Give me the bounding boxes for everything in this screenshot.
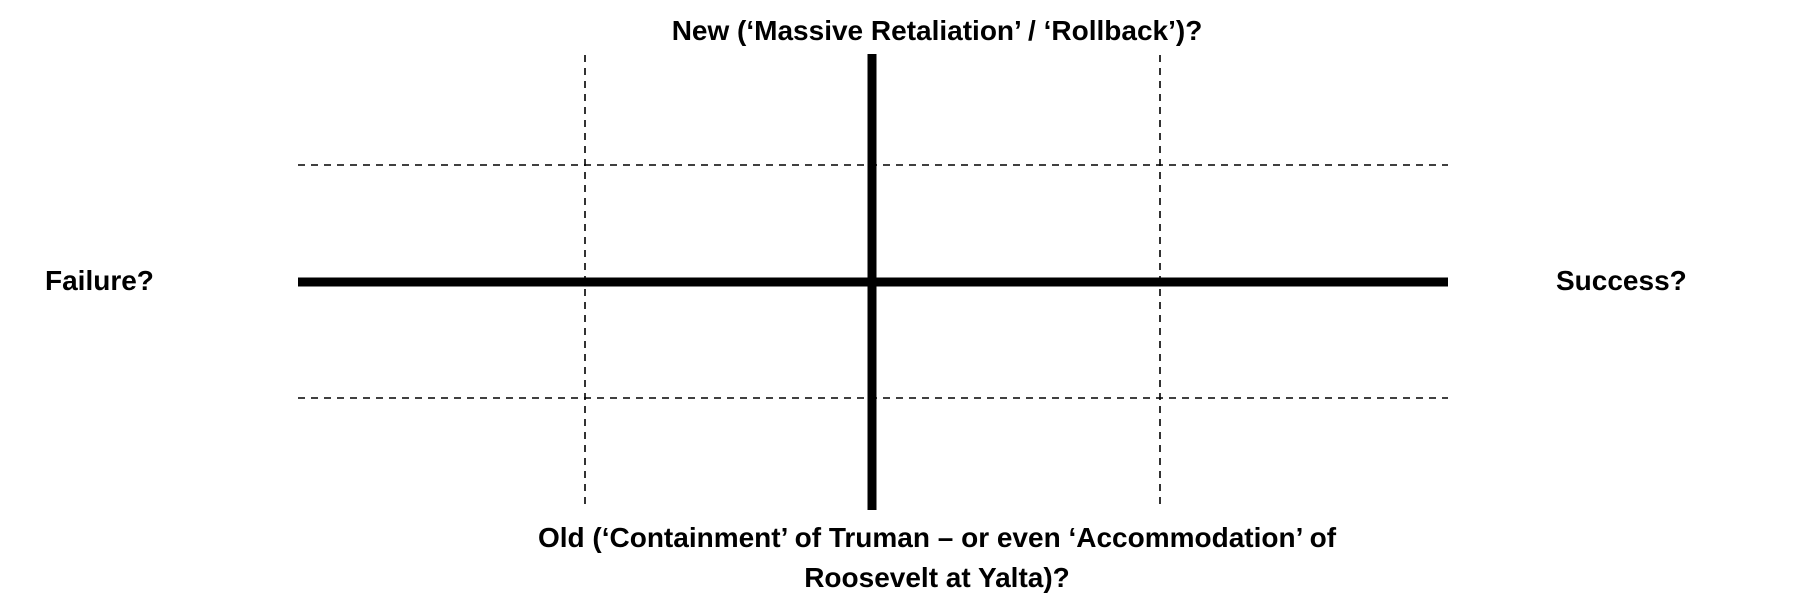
left-axis-label: Failure? (45, 265, 154, 296)
right-axis-label: Success? (1556, 265, 1687, 296)
top-axis-label: New (‘Massive Retaliation’ / ‘Rollback’)… (671, 15, 1203, 46)
bottom-axis-label: Old (‘Containment’ of Truman – or even ‘… (0, 518, 1794, 598)
bottom-axis-label-line-1: Old (‘Containment’ of Truman – or even ‘… (537, 522, 1337, 553)
bottom-axis-label-line-2: Roosevelt at Yalta)? (804, 562, 1070, 593)
